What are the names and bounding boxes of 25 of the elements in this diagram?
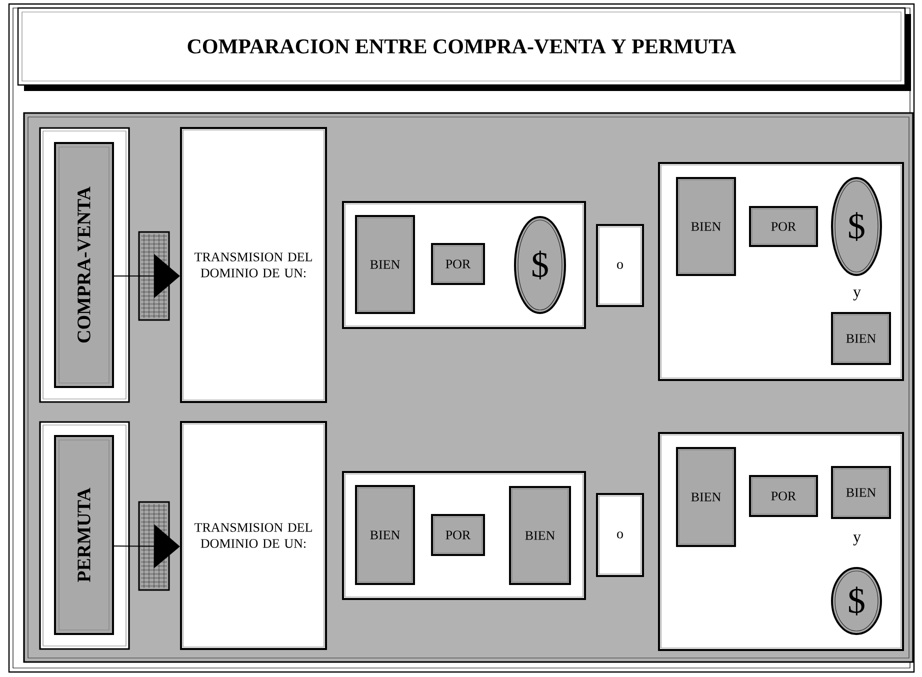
term-box: BIEN	[831, 312, 891, 365]
term-box: BIEN	[676, 447, 736, 547]
conjunction-label: y	[853, 290, 861, 300]
term-box: BIEN	[831, 466, 891, 519]
money-oval: $	[831, 567, 882, 635]
term-box: BIEN	[355, 215, 415, 314]
term-box: POR	[431, 243, 485, 285]
term-box: POR	[749, 475, 818, 517]
title-box: COMPARACION ENTRE COMPRA-VENTA Y PERMUTA	[17, 7, 911, 91]
term-box: POR	[431, 514, 485, 556]
conjunction-label: y	[853, 534, 861, 546]
term-box: BIEN	[355, 485, 415, 585]
term-box: BIEN	[676, 177, 736, 276]
text-box: TRANSMISION DEL DOMINIO DE UN:	[180, 127, 327, 403]
title-label: PERMUTA	[54, 435, 114, 635]
connector-box: o	[596, 224, 644, 307]
connector-box: o	[596, 493, 644, 577]
money-oval: $	[831, 177, 882, 276]
money-oval: $	[514, 216, 566, 314]
arrow	[114, 231, 180, 321]
term-box: BIEN	[509, 486, 571, 585]
text-box: TRANSMISION DEL DOMINIO DE UN:	[180, 421, 327, 650]
arrow	[114, 501, 180, 591]
term-box: POR	[749, 206, 818, 247]
title-label: COMPRA-VENTA	[54, 142, 114, 388]
